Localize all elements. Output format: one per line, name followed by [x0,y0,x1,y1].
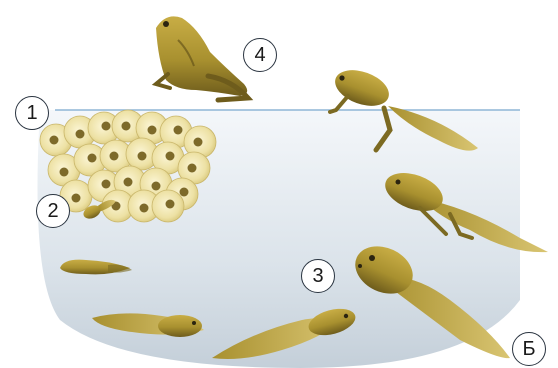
egg-embryo [180,188,189,197]
egg-embryo [194,138,203,147]
egg-embryo [102,180,111,189]
label-corner-letter: Б [512,332,546,366]
egg-embryo [122,122,131,131]
label-2-hatchling: 2 [36,194,70,228]
egg-embryo [60,168,69,177]
egg-embryo [88,154,97,163]
egg-embryo [50,136,59,145]
egg-embryo [76,130,85,139]
egg-embryo [72,194,81,203]
egg-embryo [188,164,197,173]
egg-embryo [152,182,161,191]
egg-embryo [110,152,119,161]
egg-embryo [166,200,175,209]
label-1-eggs: 1 [15,96,49,130]
egg-embryo [102,122,111,131]
egg-embryo [140,204,149,213]
adult-frog [156,16,248,100]
egg-embryo [138,152,147,161]
egg-embryo [174,126,183,135]
egg-embryo [148,126,157,135]
label-4-adult-frog: 4 [243,38,277,72]
label-3-tadpole: 3 [301,259,335,293]
egg-embryo [124,178,133,187]
egg-embryo [166,152,175,161]
